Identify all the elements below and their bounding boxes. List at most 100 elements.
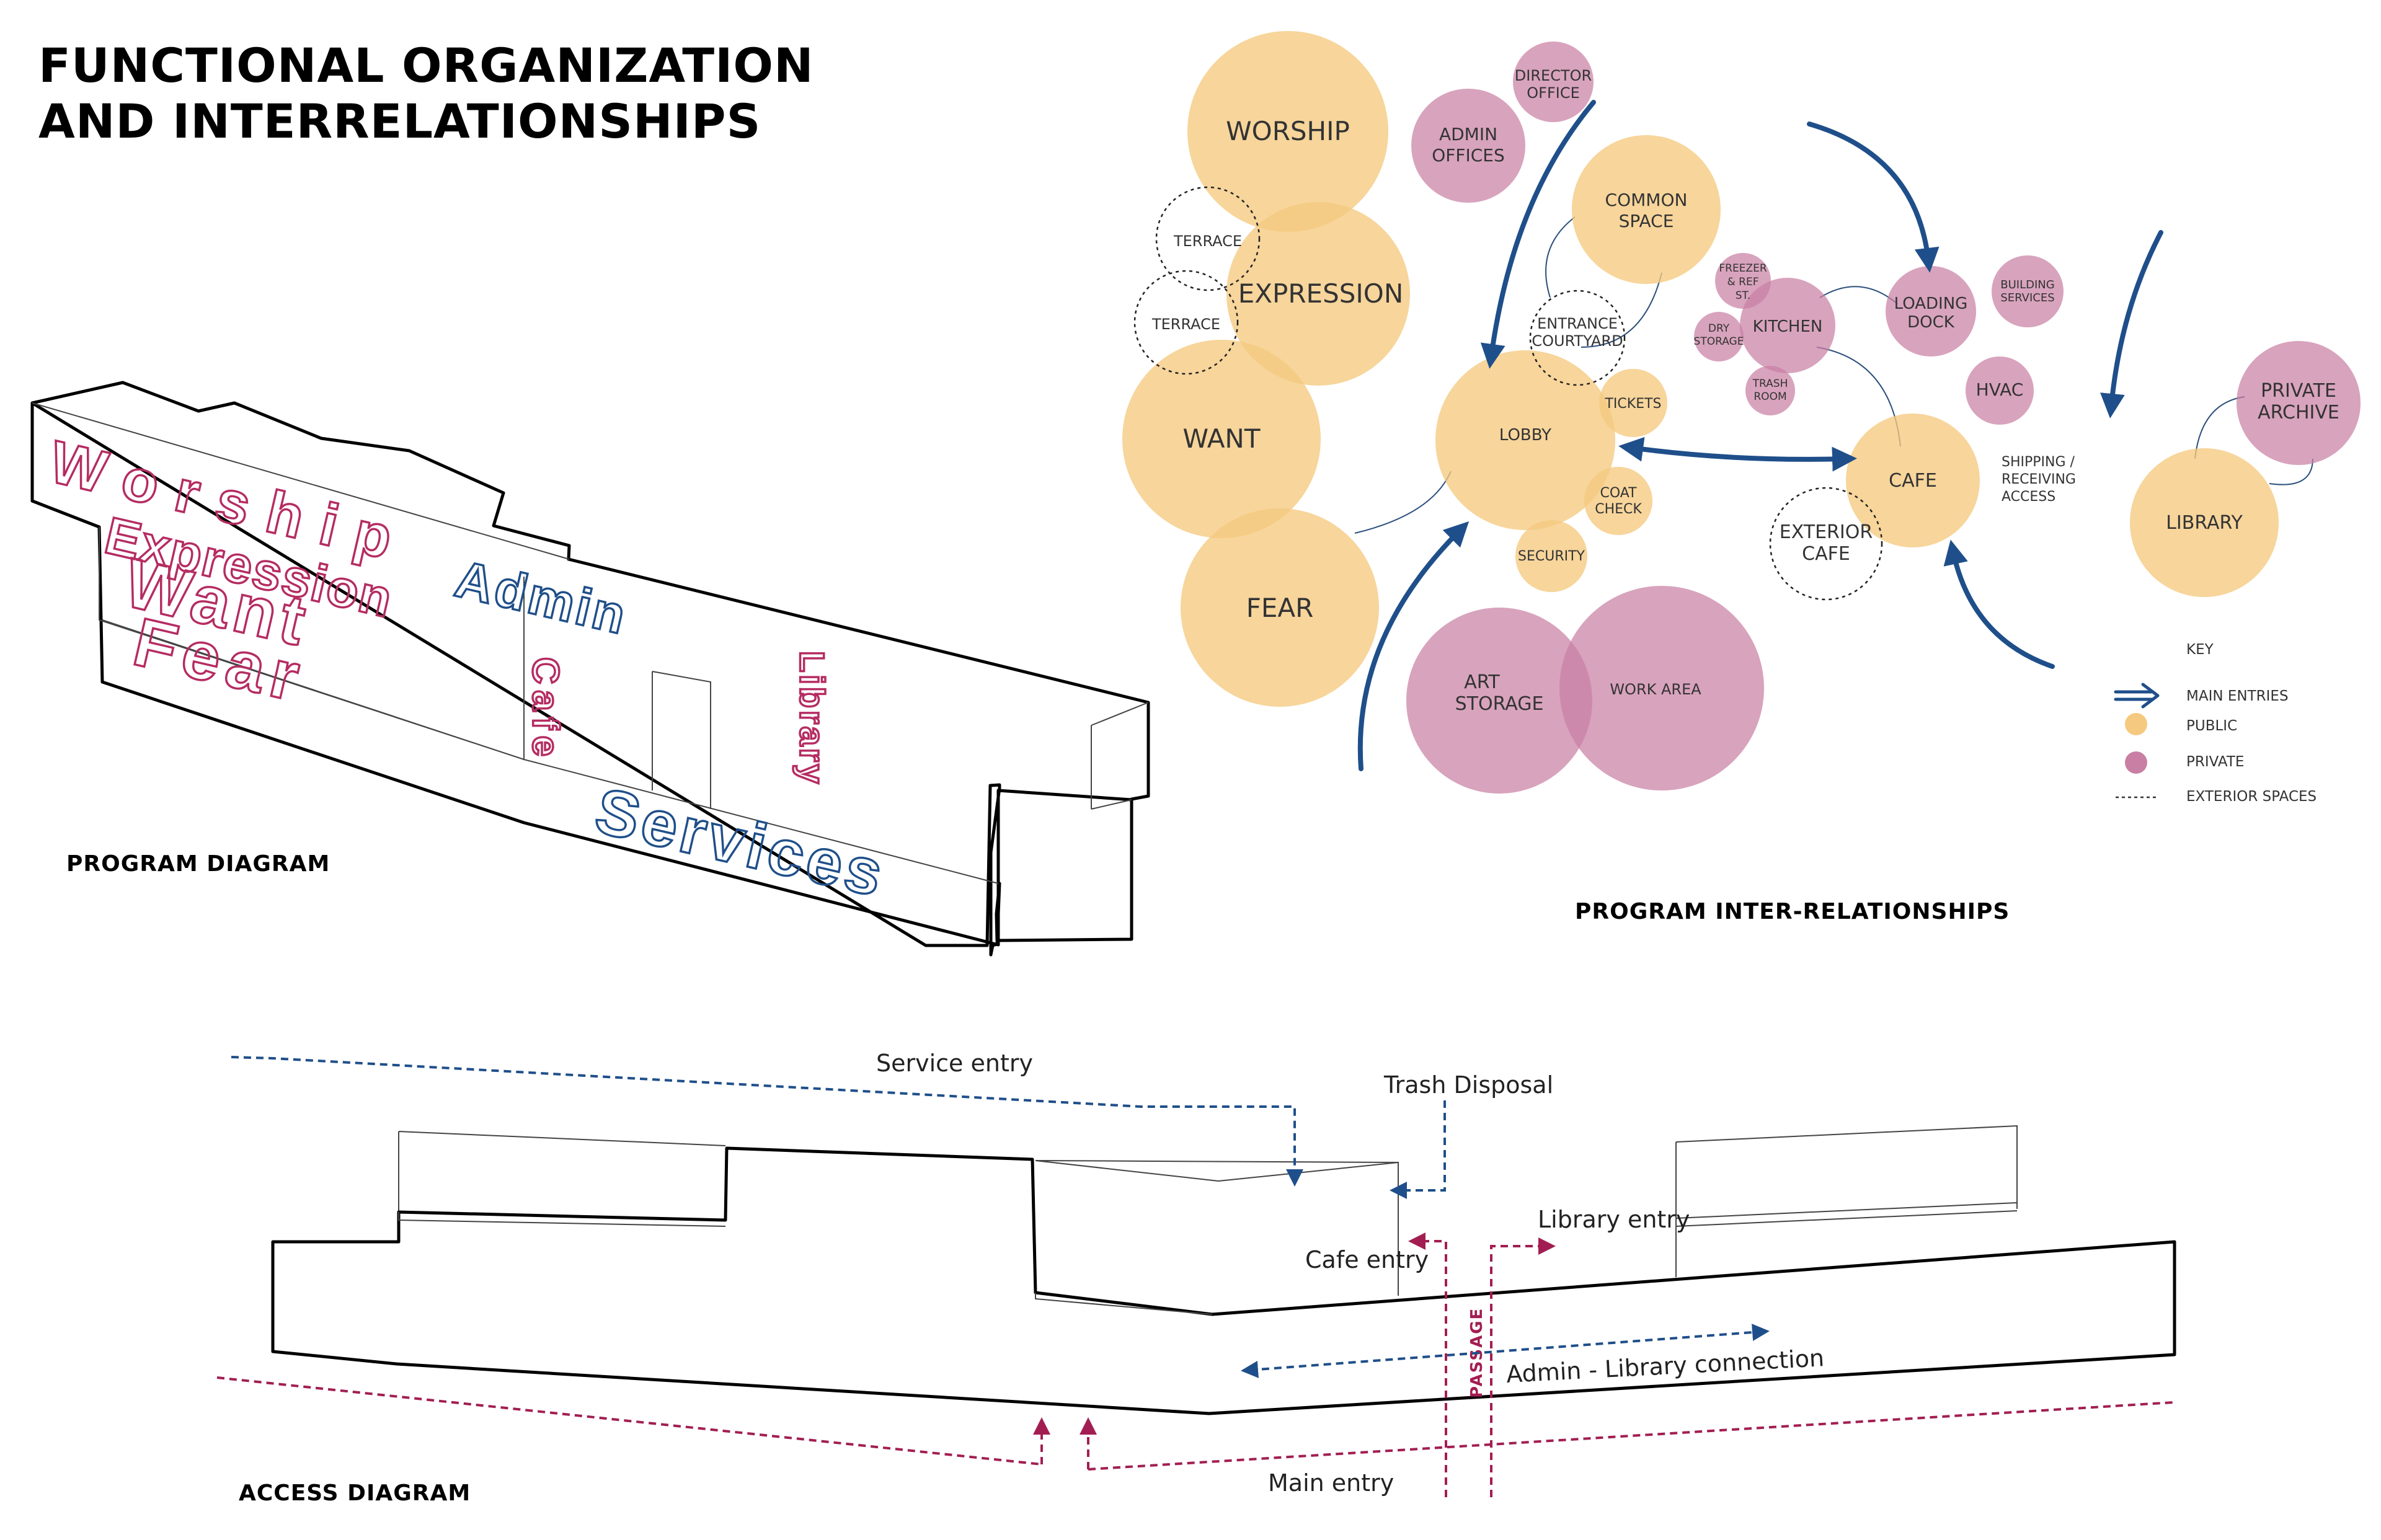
bubble-common-space [1572,135,1721,284]
connector-common-courtyard [1581,272,1662,348]
bubble-art-storage [1406,608,1592,794]
label-director-office-1: DIRECTOR [1515,67,1592,84]
legend-main-entries-icon [2114,683,2160,709]
bubble-cafe [1846,414,1980,547]
label-freezer-2: & REF [1727,276,1759,288]
access-diagram: Service entry Trash Disposal Cafe entry … [216,1050,2176,1506]
legend-public: PUBLIC [2186,718,2237,734]
entry-arrow-loading [1807,122,1940,273]
bubble-terrace-1 [1155,186,1261,291]
access-building-inner [398,1212,1213,1315]
title-line-2: AND INTERRELATIONSHIPS [38,94,761,149]
bubble-building-services [1992,255,2064,327]
page-title: FUNCTIONAL ORGANIZATION AND INTERRELATIO… [38,38,814,149]
label-library-entry: Library entry [1538,1206,1690,1233]
label-coat-check-2: CHECK [1595,502,1642,517]
label-security: SECURITY [1518,549,1585,564]
bubble-loading-dock [1886,266,1976,356]
entry-arrow-north [1480,100,1596,369]
bubble-library [2130,448,2279,597]
section-program-inter: PROGRAM INTER-RELATIONSHIPS [1575,899,2010,924]
label-trash-disposal: Trash Disposal [1383,1071,1553,1099]
label-trash-room-1: TRASH [1752,378,1788,390]
bubble-tickets [1599,369,1667,437]
label-freezer-1: FREEZER [1719,262,1767,275]
label-want: WANT [1182,423,1260,454]
connector-library-archive-2 [2269,458,2313,485]
label-dry-storage-1: DRY [1708,322,1730,335]
bubble-entrance-courtyard [1529,290,1626,386]
bubble-dry-storage [1694,312,1744,361]
entry-arrow-south [1357,521,1470,771]
title-line-1: FUNCTIONAL ORGANIZATION [38,38,814,93]
program-cafe: Cafe [525,657,567,763]
label-exterior-cafe-2: CAFE [1802,543,1850,565]
bubble-coat-check [1584,467,1652,535]
legend-exterior: EXTERIOR SPACES [2186,789,2317,805]
program-building-body [30,403,1133,947]
bubble-lobby [1435,350,1615,530]
label-loading-dock-1: LOADING [1894,294,1968,313]
bubble-want [1122,340,1321,538]
label-main-entry: Main entry [1268,1469,1394,1497]
label-private-archive-2: ARCHIVE [2258,402,2339,423]
legend-main-entries: MAIN ENTRIES [2186,688,2289,704]
entry-arrow-lobby-cafe [1618,436,1857,472]
bubble-director-office [1513,42,1594,122]
section-access-diagram: ACCESS DIAGRAM [239,1480,471,1506]
label-terrace-1: TERRACE [1173,232,1242,250]
bubble-exterior-cafe [1769,487,1883,601]
legend-heading: KEY [2186,642,2214,658]
connector-common-lobby [1545,216,1576,298]
label-kitchen: KITCHEN [1753,317,1823,336]
entry-arrow-cafe [1943,539,2055,669]
trash-disposal-path [1390,1100,1446,1199]
service-entry-path [231,1056,1303,1187]
label-work-area: WORK AREA [1610,681,1701,698]
bubble-kitchen [1740,278,1835,373]
bubble-worship [1187,31,1388,232]
label-art-storage-1: ART [1464,671,1500,693]
bubble-security [1515,520,1587,592]
bubble-hvac [1966,356,2034,425]
legend: KEY MAIN ENTRIES PUBLIC PRIVATE EXTERIOR… [2114,642,2317,805]
bubble-admin-offices [1411,89,1525,203]
label-freezer-3: ST. [1736,290,1751,302]
label-admin-offices-2: OFFICES [1432,145,1505,166]
label-common-space-1: COMMON [1605,190,1688,210]
label-director-office-2: OFFICE [1527,84,1580,102]
bubble-expression [1226,202,1410,386]
legend-private-swatch [2125,751,2147,774]
label-library: LIBRARY [2166,512,2243,534]
label-art-storage-2: STORAGE [1455,693,1544,715]
label-trash-room-2: ROOM [1754,391,1786,403]
admin-library-connection-path [1241,1324,1770,1378]
legend-public-swatch [2125,713,2147,735]
label-loading-dock-2: DOCK [1907,313,1955,332]
label-fear: FEAR [1246,593,1314,623]
program-building-edges [32,402,1149,884]
connector-kitchen-loading [1819,286,1898,304]
connector-library-archive [2194,396,2245,459]
legend-private: PRIVATE [2186,754,2244,770]
access-upper-left-volume [398,1125,2018,1296]
connector-fear-lobby [1354,471,1452,534]
label-service-entry: Service entry [876,1050,1033,1077]
cafe-entry-path [1408,1232,1447,1497]
label-shipping-1: SHIPPING / [2002,454,2075,470]
label-expression: EXPRESSION [1238,278,1404,309]
label-worship: WORSHIP [1226,116,1350,146]
label-lobby: LOBBY [1499,426,1551,445]
label-exterior-cafe-1: EXTERIOR [1780,521,1873,543]
label-hvac: HVAC [1976,379,2024,400]
bubble-trash-room [1745,366,1795,415]
label-building-services-1: BUILDING [2000,278,2054,291]
main-entry-path-left [216,1376,1042,1466]
label-admin-library: Admin - Library connection [1505,1344,1825,1388]
label-terrace-2: TERRACE [1151,316,1220,333]
bubble-terrace-2 [1133,270,1239,375]
label-dry-storage-2: STORAGE [1694,335,1744,348]
label-cafe: CAFE [1889,470,1937,492]
access-building-outline [271,1146,2176,1415]
